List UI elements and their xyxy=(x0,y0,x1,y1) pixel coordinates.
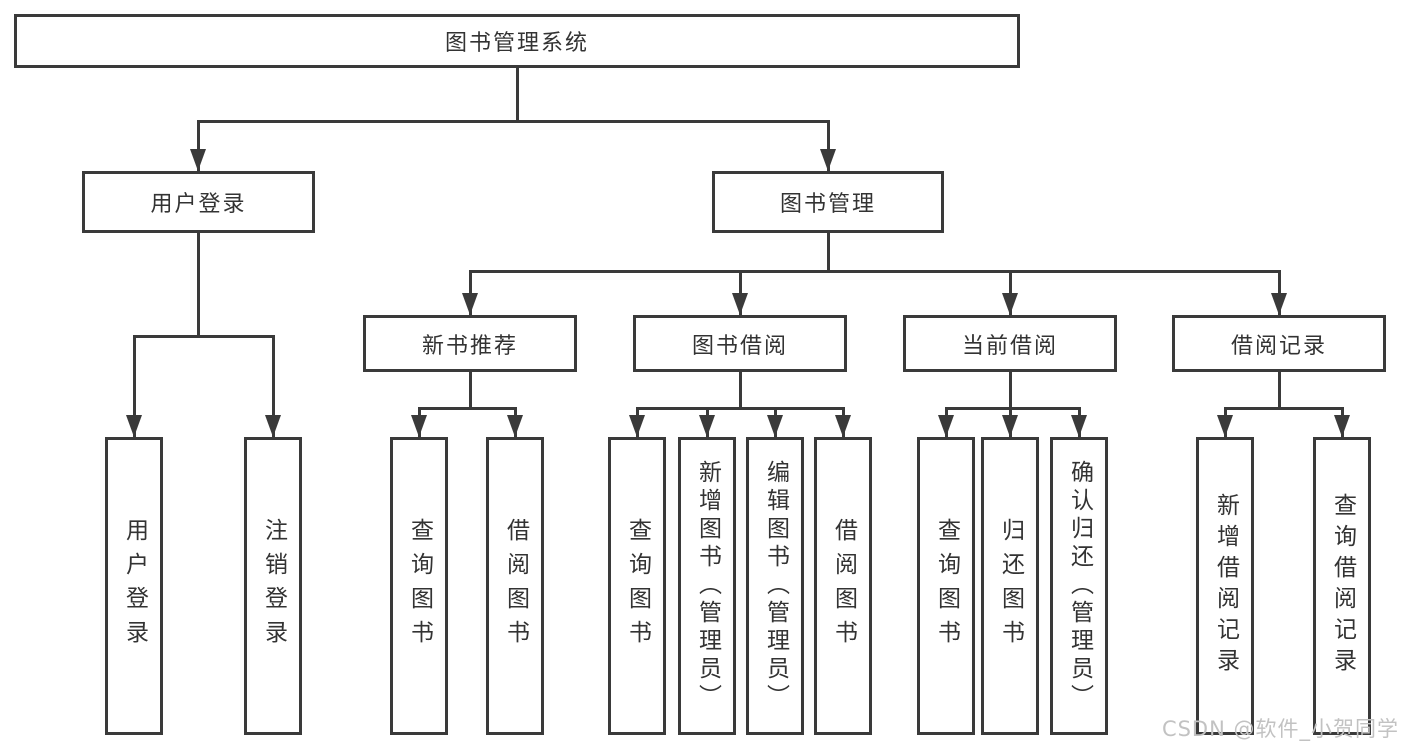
leaf-label: 编辑图书（管理员） xyxy=(762,460,789,712)
node-book-management: 图书管理 xyxy=(712,171,944,233)
arrow-down-icon xyxy=(1271,293,1287,315)
connector-line xyxy=(418,407,517,410)
node-new-book-recommend: 新书推荐 xyxy=(363,315,577,372)
connector-line xyxy=(516,68,519,120)
arrow-down-icon xyxy=(767,415,783,437)
leaf-add-borrow-record: 新增借阅记录 xyxy=(1196,437,1254,735)
arrow-down-icon xyxy=(1217,415,1233,437)
leaf-label: 确认归还（管理员） xyxy=(1066,460,1093,712)
connector-line xyxy=(469,372,472,407)
leaf-query-books-recommend: 查询图书 xyxy=(390,437,448,735)
node-borrow-records-label: 借阅记录 xyxy=(1230,333,1327,359)
leaf-label: 借阅图书 xyxy=(830,518,857,654)
leaf-label: 注销登录 xyxy=(260,518,287,654)
arrow-down-icon xyxy=(462,293,478,315)
leaf-borrow-books-recommend: 借阅图书 xyxy=(486,437,544,735)
connector-line xyxy=(636,407,845,410)
leaf-add-books-admin: 新增图书（管理员） xyxy=(678,437,736,735)
connector-line xyxy=(133,335,136,437)
connector-line xyxy=(1278,372,1281,407)
leaf-query-books-borrow: 查询图书 xyxy=(608,437,666,735)
connector-line xyxy=(1009,270,1012,315)
leaf-label: 查询图书 xyxy=(624,518,651,654)
arrow-down-icon xyxy=(629,415,645,437)
node-root: 图书管理系统 xyxy=(14,14,1020,68)
connector-line xyxy=(133,335,275,338)
node-book-borrow-label: 图书借阅 xyxy=(691,333,788,359)
leaf-logout: 注销登录 xyxy=(244,437,302,735)
arrow-down-icon xyxy=(1071,415,1087,437)
arrow-down-icon xyxy=(411,415,427,437)
connector-line xyxy=(197,233,200,335)
arrow-down-icon xyxy=(1002,415,1018,437)
connector-line xyxy=(272,335,275,437)
connector-line xyxy=(739,372,742,407)
leaf-confirm-return-admin: 确认归还（管理员） xyxy=(1050,437,1108,735)
leaf-label: 用户登录 xyxy=(121,518,148,654)
arrow-down-icon xyxy=(265,415,281,437)
leaf-label: 归还图书 xyxy=(997,518,1024,654)
leaf-edit-books-admin: 编辑图书（管理员） xyxy=(746,437,804,735)
connector-line xyxy=(827,233,830,270)
connector-line xyxy=(469,270,1281,273)
connector-line xyxy=(827,120,830,171)
connector-line xyxy=(1009,372,1012,407)
arrow-down-icon xyxy=(1334,415,1350,437)
connector-line xyxy=(945,407,1081,410)
node-user-login-label: 用户登录 xyxy=(150,192,247,217)
node-borrow-records: 借阅记录 xyxy=(1172,315,1386,372)
leaf-borrow-books: 借阅图书 xyxy=(814,437,872,735)
leaf-label: 查询借阅记录 xyxy=(1329,493,1356,679)
connector-line xyxy=(469,270,472,315)
connector-line xyxy=(197,120,200,171)
node-current-borrow-label: 当前借阅 xyxy=(961,333,1058,359)
arrow-down-icon xyxy=(126,415,142,437)
leaf-query-borrow-record: 查询借阅记录 xyxy=(1313,437,1371,735)
arrow-down-icon xyxy=(507,415,523,437)
leaf-label: 新增图书（管理员） xyxy=(694,460,721,712)
leaf-label: 借阅图书 xyxy=(502,518,529,654)
node-user-login: 用户登录 xyxy=(82,171,315,233)
arrow-down-icon xyxy=(699,415,715,437)
leaf-user-login: 用户登录 xyxy=(105,437,163,735)
node-book-management-label: 图书管理 xyxy=(779,192,876,217)
arrow-down-icon xyxy=(835,415,851,437)
watermark-text: CSDN @软件_小贺同学 xyxy=(1161,717,1399,741)
arrow-down-icon xyxy=(732,293,748,315)
leaf-return-books: 归还图书 xyxy=(981,437,1039,735)
leaf-query-books-current: 查询图书 xyxy=(917,437,975,735)
node-book-borrow: 图书借阅 xyxy=(633,315,847,372)
node-new-book-recommend-label: 新书推荐 xyxy=(421,333,518,359)
connector-line xyxy=(197,120,830,123)
arrow-down-icon xyxy=(1002,293,1018,315)
leaf-label: 新增借阅记录 xyxy=(1212,493,1239,679)
connector-line xyxy=(739,270,742,315)
arrow-down-icon xyxy=(820,149,836,171)
connector-line xyxy=(1224,407,1344,410)
leaf-label: 查询图书 xyxy=(933,518,960,654)
arrow-down-icon xyxy=(190,149,206,171)
node-current-borrow: 当前借阅 xyxy=(903,315,1117,372)
arrow-down-icon xyxy=(938,415,954,437)
leaf-label: 查询图书 xyxy=(406,518,433,654)
connector-line xyxy=(1278,270,1281,315)
node-root-label: 图书管理系统 xyxy=(444,31,589,56)
